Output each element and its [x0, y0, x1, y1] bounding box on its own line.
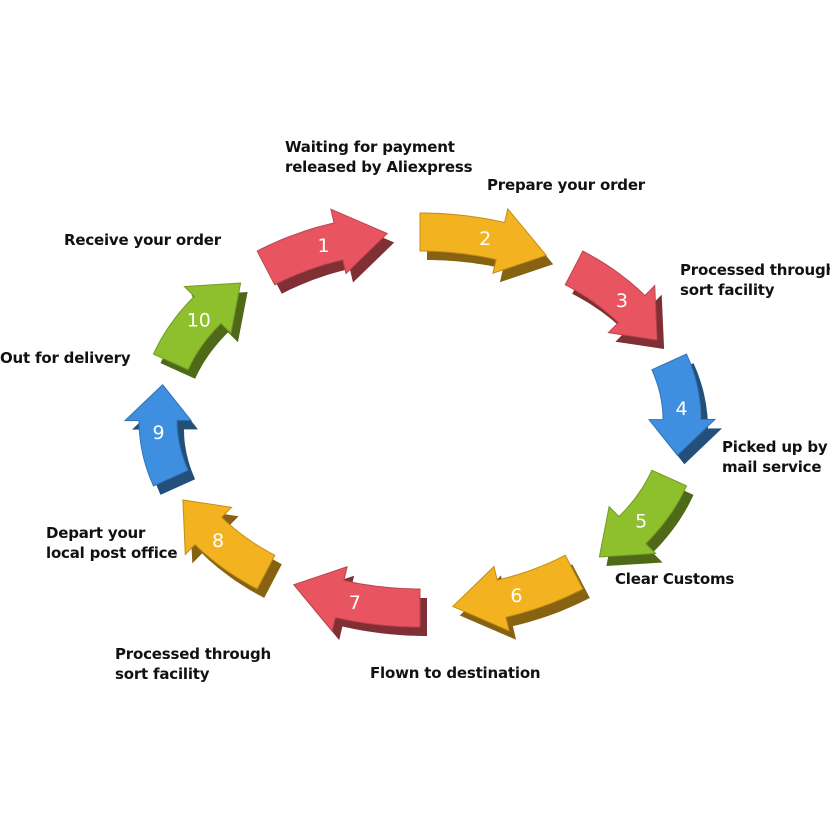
step-1-line-1: Receive your order — [64, 231, 221, 249]
step-6-arrow: 6 — [451, 554, 590, 640]
step-4-line-1: Processed through — [680, 261, 830, 279]
step-7-number: 7 — [349, 592, 361, 614]
step-6-number: 6 — [510, 585, 522, 607]
step-9-arrow-face — [123, 384, 193, 487]
step-7-label: Flown to destination — [370, 663, 541, 683]
step-5-arrow: 5 — [598, 469, 694, 566]
step-2-line-2: released by Aliexpress — [285, 158, 473, 176]
step-9-label: Depart your local post office — [46, 523, 178, 563]
step-4-label: Processed through sort facility — [680, 260, 830, 300]
step-5-line-2: mail service — [722, 458, 822, 476]
step-3-line-1: Prepare your order — [487, 176, 646, 194]
step-9-arrow: 9 — [123, 384, 198, 495]
step-2-arrow: 2 — [419, 207, 554, 283]
step-8-label: Processed through sort facility — [115, 644, 271, 684]
step-5-number: 5 — [635, 511, 647, 533]
step-5-arrow-face — [598, 469, 688, 558]
step-1-number: 1 — [318, 235, 330, 257]
step-8-line-1: Processed through — [115, 645, 271, 663]
step-6-line-1: Clear Customs — [615, 570, 735, 588]
step-4-arrow-face — [647, 353, 717, 456]
step-8-number: 8 — [212, 530, 224, 552]
step-6-label: Clear Customs — [615, 569, 734, 589]
step-3-label: Prepare your order — [487, 175, 645, 195]
step-1-label: Receive your order — [64, 230, 221, 250]
step-3-arrow-face — [564, 250, 658, 341]
step-4-line-2: sort facility — [680, 281, 775, 299]
step-2-label: Waiting for payment released by Aliexpre… — [285, 137, 473, 177]
step-5-line-1: Picked up by — [722, 438, 828, 456]
step-1-arrow-face — [256, 208, 389, 286]
step-7-arrow: 7 — [292, 566, 427, 641]
step-6-arrow-face — [451, 554, 584, 632]
step-1-arrow: 1 — [256, 208, 395, 294]
step-3-arrow: 3 — [564, 250, 665, 349]
step-9-line-2: local post office — [46, 544, 178, 562]
step-4-arrow: 4 — [647, 353, 722, 465]
step-7-line-1: Flown to destination — [370, 664, 541, 682]
step-5-label: Picked up by mail service — [722, 437, 828, 477]
step-10-arrow-face — [152, 282, 242, 371]
step-9-number: 9 — [152, 422, 164, 444]
step-7-arrow-face — [292, 566, 421, 633]
step-2-number: 2 — [479, 228, 491, 250]
step-9-line-1: Depart your — [46, 524, 146, 542]
step-10-label: Out for delivery — [0, 348, 131, 368]
step-2-line-1: Waiting for payment — [285, 138, 455, 156]
step-8-arrow-face — [182, 499, 276, 590]
step-10-line-1: Out for delivery — [0, 349, 131, 367]
step-3-number: 3 — [616, 290, 628, 312]
step-10-arrow: 10 — [152, 282, 248, 379]
step-4-number: 4 — [675, 398, 687, 420]
step-2-arrow-face — [419, 207, 548, 274]
step-8-arrow: 8 — [182, 499, 282, 598]
step-10-number: 10 — [187, 309, 211, 331]
step-8-line-2: sort facility — [115, 665, 210, 683]
